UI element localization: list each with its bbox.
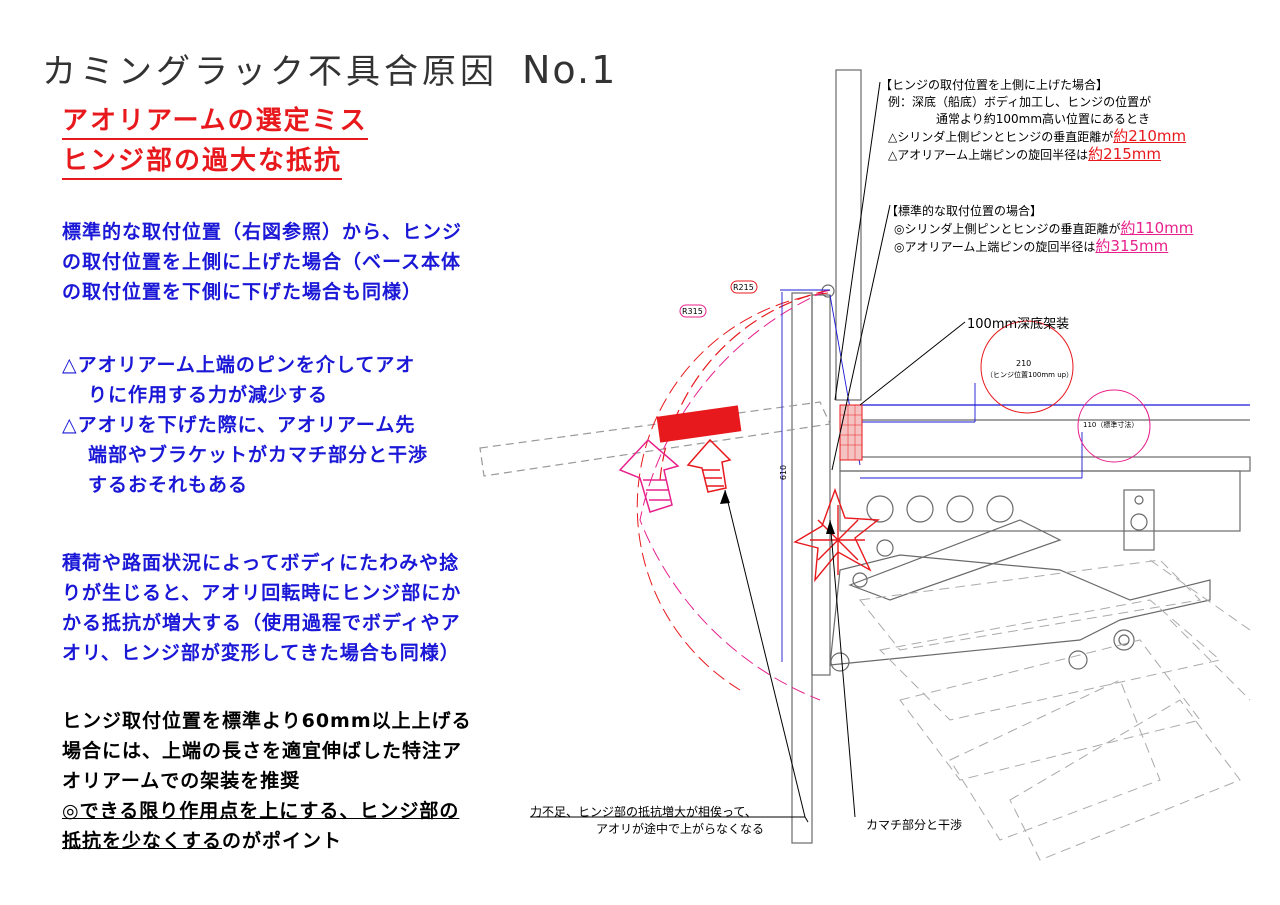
text-line-underlined: ◎できる限り作用点を上にする、ヒンジ部の bbox=[62, 800, 460, 822]
note-line: △アオリアーム上端ピンの旋回半径は約215mm bbox=[880, 146, 1186, 164]
heading-arm-selection: アオリアームの選定ミス bbox=[62, 100, 368, 140]
label-dim-210: 210 bbox=[1016, 359, 1032, 368]
label-dim-210-sub: （ヒンジ位置100mm up） bbox=[986, 371, 1074, 379]
arc-r215 bbox=[659, 289, 831, 481]
paragraph-standard-position: 標準的な取付位置（右図参照）から、ヒンジ の取付位置を上側に上げた場合（ベース本… bbox=[62, 217, 462, 307]
page-title: カミングラック不具合原因 No.1 bbox=[42, 44, 617, 93]
side-gate-panel bbox=[791, 292, 813, 844]
red-force-arrow bbox=[686, 438, 732, 493]
title-main: カミングラック不具合原因 bbox=[42, 52, 498, 92]
text-line: オリアームでの架装を推奨 bbox=[62, 770, 301, 792]
callout-line: アオリが途中で上がらなくなる bbox=[596, 822, 765, 836]
note-line: 通常より約100mm高い位置にあるとき bbox=[936, 112, 1151, 126]
text-line: オリ、ヒンジ部が変形してきた場合も同様） bbox=[62, 642, 460, 664]
note-standard-position: 【標準的な取付位置の場合】 ◎シリンダ上側ピンとヒンジの垂直距離が約110mm … bbox=[886, 203, 1193, 256]
magenta-force-arrow bbox=[618, 438, 680, 513]
note-title: 【標準的な取付位置の場合】 bbox=[886, 204, 1043, 218]
label-r215: R215 bbox=[733, 283, 754, 292]
text-line: かる抵抗が増大する（使用過程でボディやア bbox=[62, 612, 461, 634]
text-line: するおそれもある bbox=[88, 474, 249, 496]
note-text: △シリンダ上側ピンとヒンジの垂直距離が bbox=[888, 130, 1114, 144]
note-text: △アオリアーム上端ピンの旋回半径は bbox=[888, 148, 1089, 162]
text-underlined: 抵抗を少なくする bbox=[62, 830, 223, 852]
note-line: △シリンダ上側ピンとヒンジの垂直距離が約210mm bbox=[880, 128, 1186, 146]
heading-hinge-resistance: ヒンジ部の過大な抵抗 bbox=[62, 140, 343, 180]
label-dim-110: 110（標準寸法） bbox=[1083, 421, 1139, 429]
callout-insufficient-force: 力不足、ヒンジ部の抵抗増大が相俟って、 アオリが途中で上がらなくなる bbox=[530, 803, 764, 837]
callout-interference: カマチ部分と干渉 bbox=[866, 818, 963, 832]
label-deep-body: 100mm深底架装 bbox=[967, 317, 1070, 332]
title-number: No.1 bbox=[522, 48, 618, 92]
note-value: 約215mm bbox=[1088, 145, 1162, 163]
text-rest: のがポイント bbox=[222, 830, 343, 852]
text-line: りに作用する力が減少する bbox=[88, 384, 329, 406]
text-line: 端部やブラケットがカマチ部分と干渉 bbox=[88, 444, 429, 466]
text-line: 標準的な取付位置（右図参照）から、ヒンジ bbox=[62, 221, 463, 243]
text-line: ヒンジ取付位置を標準より60mm以上上げる bbox=[62, 710, 472, 732]
note-value: 約210mm bbox=[1113, 127, 1187, 145]
body-frame bbox=[839, 470, 1241, 532]
note-line: ◎アオリアーム上端ピンの旋回半径は約315mm bbox=[886, 238, 1193, 256]
text-line: 場合には、上端の長さを適宜伸ばした特注ア bbox=[62, 740, 463, 762]
force-bar bbox=[656, 405, 742, 443]
text-line: 抵抗を少なくするのがポイント bbox=[62, 826, 472, 856]
gate-frame bbox=[811, 294, 831, 676]
paragraph-recommendation: ヒンジ取付位置を標準より60mm以上上げる 場合には、上端の長さを適宜伸ばした特… bbox=[62, 706, 472, 856]
note-value: 約315mm bbox=[1095, 237, 1169, 255]
interference-star bbox=[793, 487, 880, 583]
text-line: 積荷や路面状況によってボディにたわみや捻 bbox=[62, 552, 460, 574]
callout-line: 力不足、ヒンジ部の抵抗増大が相俟って、 bbox=[530, 805, 757, 819]
text-line: △アオリアーム上端のピンを介してアオ bbox=[62, 354, 416, 376]
text-line: りが生じると、アオリ回転時にヒンジ部にか bbox=[62, 582, 462, 604]
note-line: 例：深底（船底）ボディ加工し、ヒンジの位置が bbox=[888, 95, 1152, 109]
note-line: ◎シリンダ上側ピンとヒンジの垂直距離が約110mm bbox=[886, 220, 1193, 238]
text-line: △アオリを下げた際に、アオリアーム先 bbox=[62, 414, 416, 436]
note-value: 約110mm bbox=[1120, 219, 1194, 237]
note-raised-hinge: 【ヒンジの取付位置を上側に上げた場合】 例：深底（船底）ボディ加工し、ヒンジの位… bbox=[880, 77, 1186, 164]
deep-body-block bbox=[839, 404, 863, 461]
note-text: ◎シリンダ上側ピンとヒンジの垂直距離が bbox=[894, 222, 1121, 236]
body-floor bbox=[839, 456, 1251, 472]
label-r315: R315 bbox=[682, 307, 703, 316]
label-dim-610: 610 bbox=[779, 464, 789, 481]
arc-r315 bbox=[639, 289, 829, 701]
note-title: 【ヒンジの取付位置を上側に上げた場合】 bbox=[880, 78, 1109, 92]
paragraph-effects: △アオリアーム上端のピンを介してアオ りに作用する力が減少する △アオリを下げた… bbox=[62, 350, 428, 500]
note-text: ◎アオリアーム上端ピンの旋回半径は bbox=[894, 240, 1096, 254]
text-line: の取付位置を下側に下げた場合も同様） bbox=[62, 281, 423, 303]
text-line: の取付位置を上側に上げた場合（ベース本体 bbox=[62, 251, 462, 273]
paragraph-body-deflection: 積荷や路面状況によってボディにたわみや捻 りが生じると、アオリ回転時にヒンジ部に… bbox=[62, 548, 461, 668]
